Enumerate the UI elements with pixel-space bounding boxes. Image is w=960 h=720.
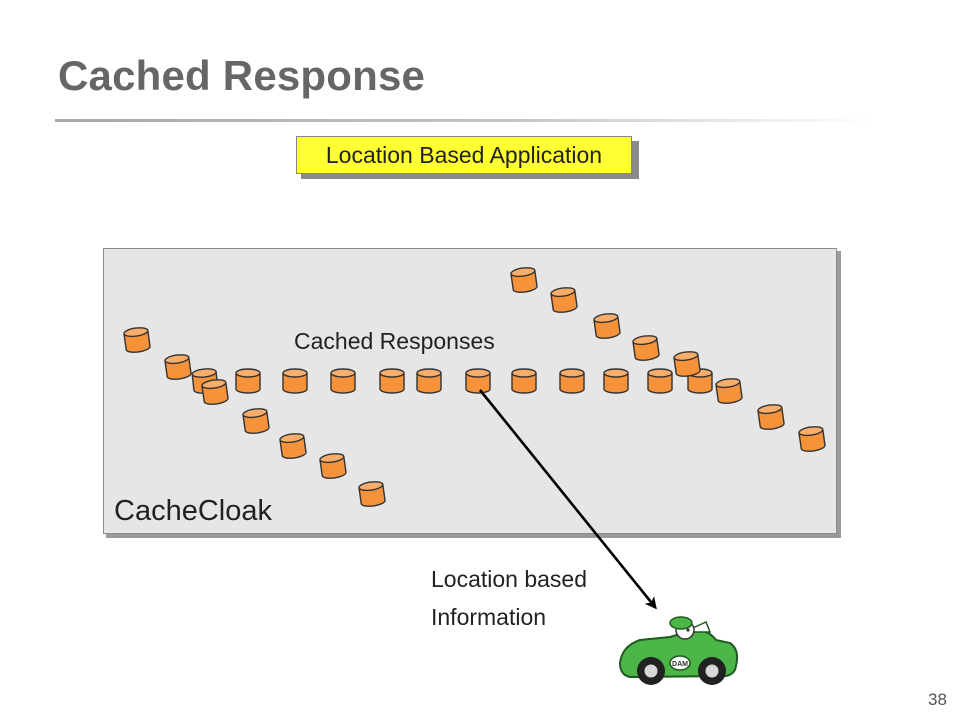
cached-response-cylinders: [123, 267, 826, 507]
cache-cylinder-icon: [715, 378, 743, 404]
cache-cylinder-icon: [593, 313, 621, 339]
title-underline: [55, 119, 875, 122]
car-badge-text: DAM: [672, 661, 688, 668]
cache-cylinder-icon: [757, 404, 785, 430]
cachecloak-label: CacheCloak: [114, 495, 272, 527]
cache-cylinder-icon: [330, 368, 356, 394]
location-info-label: Location based Information: [431, 560, 651, 636]
cached-responses-label: Cached Responses: [294, 328, 495, 354]
slide-title: Cached Response: [58, 52, 426, 99]
cache-cylinder-icon: [559, 368, 585, 394]
page-number: 38: [928, 690, 947, 709]
driver-helmet-icon: [669, 616, 693, 630]
cache-cylinder-icon: [603, 368, 629, 394]
cache-cylinder-icon: [164, 354, 192, 380]
cache-cylinder-icon: [279, 433, 307, 459]
location-info-line1: Location based: [431, 566, 588, 592]
cache-cylinder-icon: [358, 481, 386, 507]
cache-cylinder-icon: [379, 368, 405, 394]
cache-cylinder-icon: [242, 408, 270, 434]
cache-cylinder-icon: [673, 351, 701, 377]
cache-cylinder-icon: [798, 426, 826, 452]
cache-cylinder-icon: [416, 368, 442, 394]
green-car-icon: DAM: [618, 616, 739, 685]
cache-cylinder-icon: [510, 267, 538, 293]
cache-cylinder-icon: [319, 453, 347, 479]
cache-cylinder-icon: [201, 379, 229, 405]
cache-cylinder-icon: [465, 368, 491, 394]
location-info-line2: Information: [431, 604, 547, 630]
cache-cylinder-icon: [550, 287, 578, 313]
location-based-application-box: Location Based Application: [296, 136, 632, 174]
cache-cylinder-icon: [632, 335, 660, 361]
cache-cylinder-icon: [647, 368, 673, 394]
delivery-arrow: [478, 389, 657, 610]
cache-cylinder-icon: [123, 327, 151, 353]
cache-cylinder-icon: [511, 368, 537, 394]
cache-cylinder-icon: [282, 368, 308, 394]
cache-cylinder-icon: [235, 368, 261, 394]
